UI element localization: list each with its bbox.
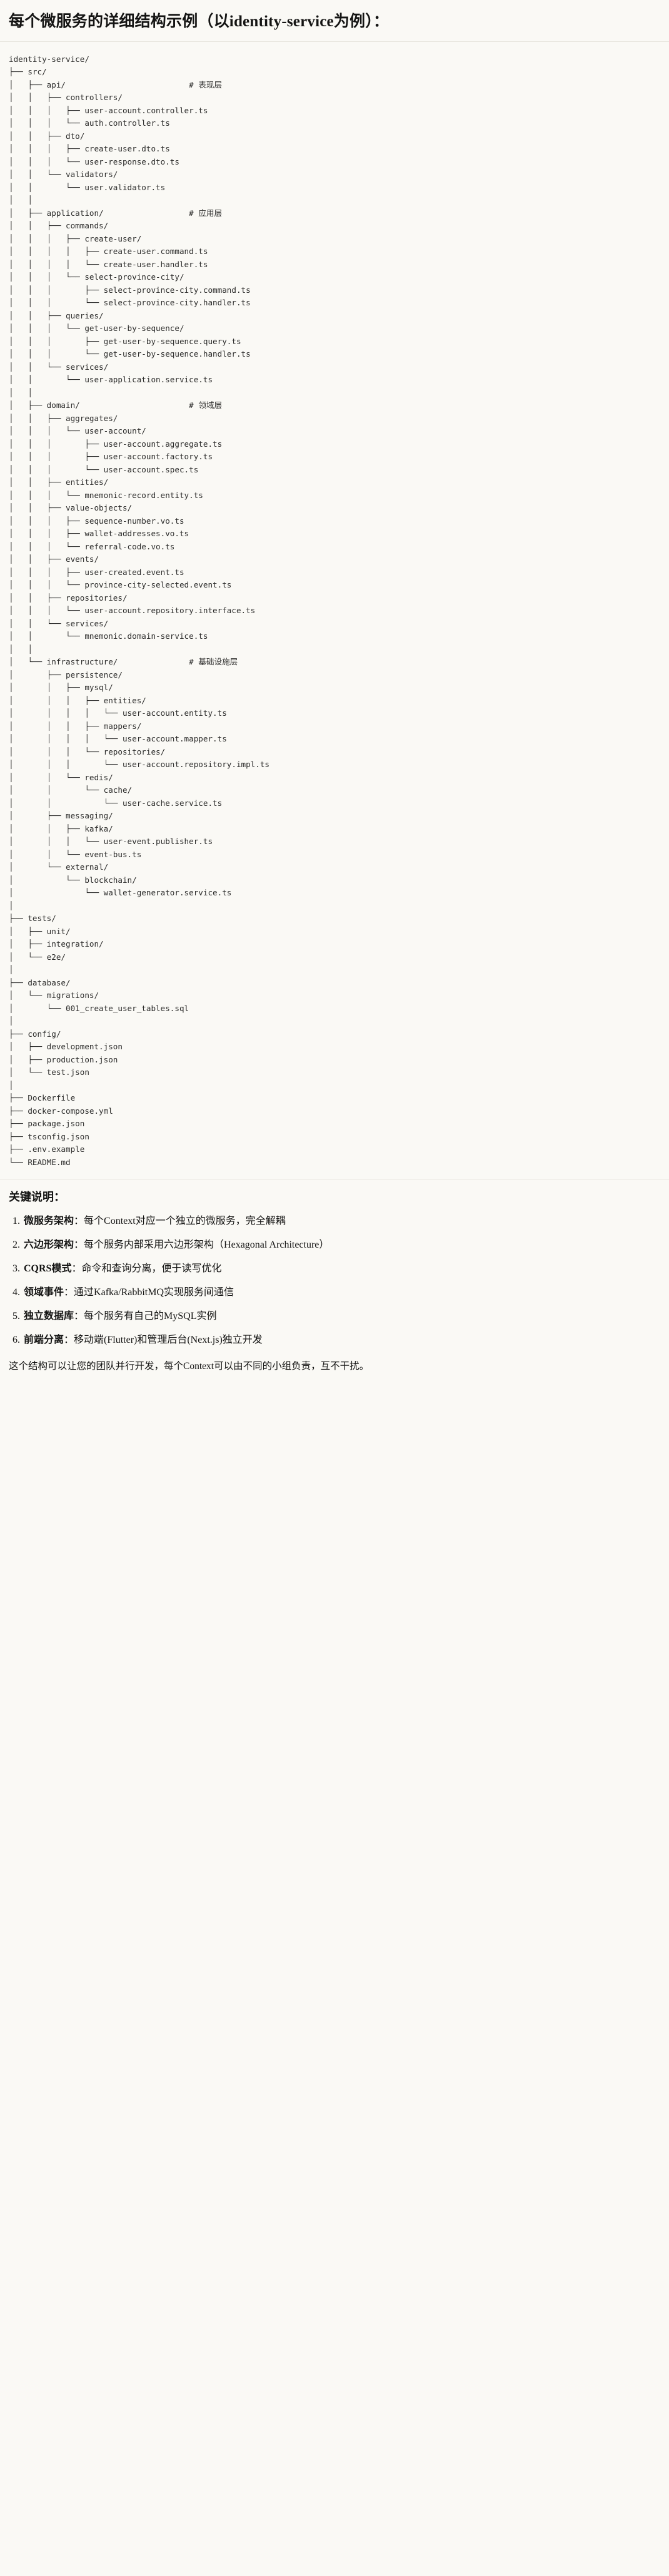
key-point-description: 每个服务内部采用六边形架构（Hexagonal Architecture） — [84, 1240, 329, 1251]
key-point-separator: ： — [64, 1287, 74, 1298]
key-point-separator: ： — [64, 1335, 74, 1346]
closing-paragraph: 这个结构可以让您的团队并行开发，每个Context可以由不同的小组负责，互不干扰… — [9, 1361, 370, 1372]
key-point-separator: ： — [74, 1311, 84, 1322]
key-point-term: 独立数据库 — [24, 1311, 74, 1322]
list-item: 前端分离：移动端(Flutter)和管理后台(Next.js)独立开发 — [23, 1333, 660, 1348]
key-point-term: CQRS模式 — [24, 1263, 72, 1275]
key-point-term: 领域事件 — [24, 1287, 64, 1298]
key-point-separator: ： — [74, 1216, 84, 1227]
key-points-section: 关键说明： 微服务架构：每个Context对应一个独立的微服务，完全解耦 六边形… — [0, 1179, 669, 1386]
key-point-description: 通过Kafka/RabbitMQ实现服务间通信 — [74, 1287, 234, 1298]
key-point-description: 移动端(Flutter)和管理后台(Next.js)独立开发 — [74, 1335, 263, 1346]
list-item: 六边形架构：每个服务内部采用六边形架构（Hexagonal Architectu… — [23, 1238, 660, 1253]
list-item: 微服务架构：每个Context对应一个独立的微服务，完全解耦 — [23, 1214, 660, 1229]
document-header: 每个微服务的详细结构示例（以identity-service为例）： — [0, 0, 669, 42]
directory-tree: identity-service/ ├── src/ │ ├── api/ # … — [9, 54, 270, 1167]
key-point-description: 每个服务有自己的MySQL实例 — [84, 1311, 217, 1322]
key-point-term: 前端分离 — [24, 1335, 64, 1346]
key-point-term: 六边形架构 — [24, 1240, 74, 1251]
key-points-title: 关键说明： — [9, 1191, 65, 1204]
key-point-separator: ： — [71, 1263, 82, 1275]
key-point-description: 命令和查询分离，便于读写优化 — [81, 1263, 222, 1275]
list-item: 领域事件：通过Kafka/RabbitMQ实现服务间通信 — [23, 1285, 660, 1300]
key-point-description: 每个Context对应一个独立的微服务，完全解耦 — [84, 1216, 286, 1227]
directory-tree-block: identity-service/ ├── src/ │ ├── api/ # … — [0, 41, 669, 1180]
key-points-list: 微服务架构：每个Context对应一个独立的微服务，完全解耦 六边形架构：每个服… — [9, 1214, 660, 1348]
list-item: CQRS模式：命令和查询分离，便于读写优化 — [23, 1261, 660, 1276]
key-point-separator: ： — [74, 1240, 84, 1251]
key-point-term: 微服务架构 — [24, 1216, 74, 1227]
page-title: 每个微服务的详细结构示例（以identity-service为例）： — [9, 13, 390, 30]
list-item: 独立数据库：每个服务有自己的MySQL实例 — [23, 1309, 660, 1324]
